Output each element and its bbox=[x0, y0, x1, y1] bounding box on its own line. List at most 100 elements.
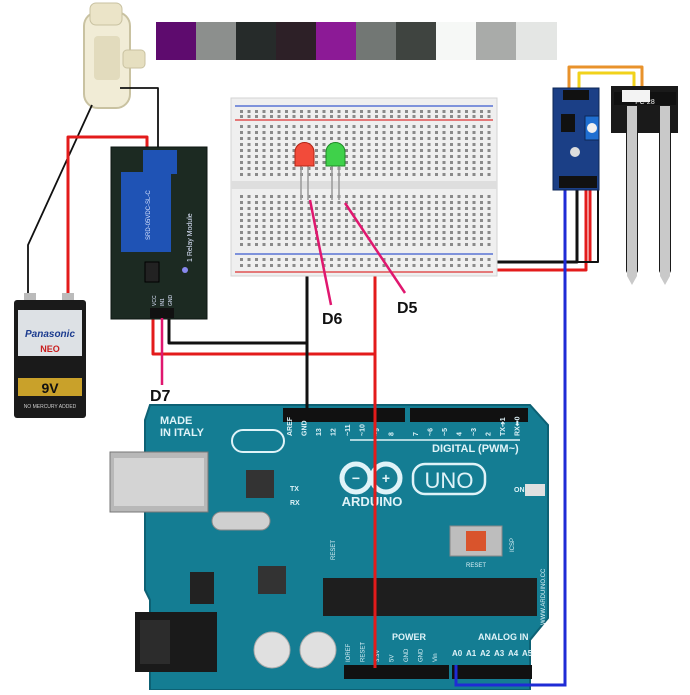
reset-button[interactable] bbox=[466, 531, 486, 551]
breadboard-hole bbox=[412, 195, 416, 198]
breadboard-hole bbox=[382, 115, 386, 118]
breadboard-hole bbox=[247, 143, 251, 146]
breadboard-hole bbox=[352, 143, 356, 146]
logo-minus: − bbox=[352, 470, 360, 486]
breadboard-hole bbox=[427, 201, 431, 204]
breadboard-hole bbox=[420, 173, 423, 176]
breadboard-hole bbox=[345, 137, 348, 140]
breadboard-hole bbox=[450, 161, 453, 164]
battery-terminal-neg bbox=[24, 293, 36, 301]
breadboard-hole bbox=[300, 115, 303, 118]
sensor-header-top bbox=[563, 90, 589, 100]
wire-pump-battery-black bbox=[27, 104, 93, 300]
breadboard-hole bbox=[427, 161, 431, 164]
breadboard-hole bbox=[337, 225, 341, 228]
breadboard-hole bbox=[247, 125, 251, 128]
logo-plus: + bbox=[382, 470, 390, 486]
wire-relay-vcc bbox=[151, 318, 375, 356]
breadboard-hole bbox=[487, 110, 491, 113]
battery-sub: NEO bbox=[40, 344, 60, 354]
breadboard-hole bbox=[300, 219, 303, 222]
breadboard-hole bbox=[315, 143, 318, 146]
breadboard-hole bbox=[277, 231, 281, 234]
breadboard-hole bbox=[262, 110, 266, 113]
breadboard-hole bbox=[412, 219, 416, 222]
breadboard-hole bbox=[420, 219, 423, 222]
breadboard-hole bbox=[457, 207, 461, 210]
led-red-dome bbox=[294, 142, 315, 167]
breadboard-hole bbox=[390, 131, 393, 134]
breadboard-hole bbox=[487, 264, 491, 267]
breadboard-hole bbox=[435, 237, 438, 240]
breadboard-hole bbox=[465, 237, 468, 240]
breadboard-hole bbox=[375, 149, 378, 152]
power-pin-label: 5V bbox=[390, 655, 396, 662]
breadboard-hole bbox=[420, 131, 423, 134]
breadboard-hole bbox=[442, 195, 446, 198]
breadboard-hole bbox=[412, 258, 416, 261]
breadboard-hole bbox=[322, 167, 326, 170]
breadboard-hole bbox=[247, 167, 251, 170]
breadboard-hole bbox=[382, 161, 386, 164]
breadboard-hole bbox=[360, 161, 363, 164]
digital-pin-label: 7 bbox=[413, 432, 420, 436]
breadboard-hole bbox=[285, 243, 288, 246]
relay-cube bbox=[121, 172, 171, 252]
breadboard-hole bbox=[472, 195, 476, 198]
breadboard-hole bbox=[450, 155, 453, 158]
breadboard-hole bbox=[307, 195, 311, 198]
usb-port-inner bbox=[114, 458, 204, 506]
breadboard-hole bbox=[382, 213, 386, 216]
breadboard-hole bbox=[465, 225, 468, 228]
breadboard-hole bbox=[412, 137, 416, 140]
breadboard-hole bbox=[435, 219, 438, 222]
breadboard-hole bbox=[487, 137, 491, 140]
breadboard-hole bbox=[262, 131, 266, 134]
breadboard-hole bbox=[457, 258, 461, 261]
breadboard-hole bbox=[345, 125, 348, 128]
breadboard-hole bbox=[337, 125, 341, 128]
breadboard-hole bbox=[442, 125, 446, 128]
breadboard-hole bbox=[315, 131, 318, 134]
breadboard-hole bbox=[247, 161, 251, 164]
led-red bbox=[294, 142, 315, 200]
breadboard-hole bbox=[412, 225, 416, 228]
breadboard-hole bbox=[360, 237, 363, 240]
breadboard-hole bbox=[300, 137, 303, 140]
breadboard-hole bbox=[390, 213, 393, 216]
breadboard-hole bbox=[352, 161, 356, 164]
breadboard-hole bbox=[442, 213, 446, 216]
breadboard-hole bbox=[292, 155, 296, 158]
breadboard-hole bbox=[277, 243, 281, 246]
breadboard-hole bbox=[405, 195, 408, 198]
battery-band bbox=[18, 378, 82, 396]
breadboard-hole bbox=[300, 225, 303, 228]
breadboard-hole bbox=[397, 201, 401, 204]
breadboard-hole bbox=[315, 173, 318, 176]
moisture-probe: FC-28 bbox=[611, 86, 678, 285]
breadboard-hole bbox=[427, 231, 431, 234]
breadboard-hole bbox=[330, 125, 333, 128]
breadboard-hole bbox=[412, 115, 416, 118]
breadboard-hole bbox=[277, 137, 281, 140]
breadboard-hole bbox=[330, 258, 333, 261]
breadboard-hole bbox=[292, 143, 296, 146]
breadboard-hole bbox=[352, 173, 356, 176]
sensor-pcb bbox=[552, 87, 600, 191]
breadboard-hole bbox=[360, 195, 363, 198]
breadboard-hole bbox=[450, 258, 453, 261]
breadboard-hole bbox=[420, 201, 423, 204]
digital-pin-label: ~5 bbox=[442, 428, 449, 436]
breadboard-hole bbox=[442, 264, 446, 267]
breadboard-hole bbox=[292, 161, 296, 164]
breadboard-hole bbox=[465, 115, 468, 118]
analog-pin-label: A2 bbox=[480, 649, 491, 658]
breadboard-hole bbox=[382, 149, 386, 152]
breadboard-hole bbox=[247, 173, 251, 176]
breadboard-hole bbox=[255, 195, 258, 198]
breadboard-hole bbox=[277, 155, 281, 158]
breadboard-hole bbox=[435, 155, 438, 158]
breadboard-hole bbox=[367, 131, 371, 134]
capsule-logo bbox=[231, 429, 285, 453]
breadboard-hole bbox=[247, 137, 251, 140]
